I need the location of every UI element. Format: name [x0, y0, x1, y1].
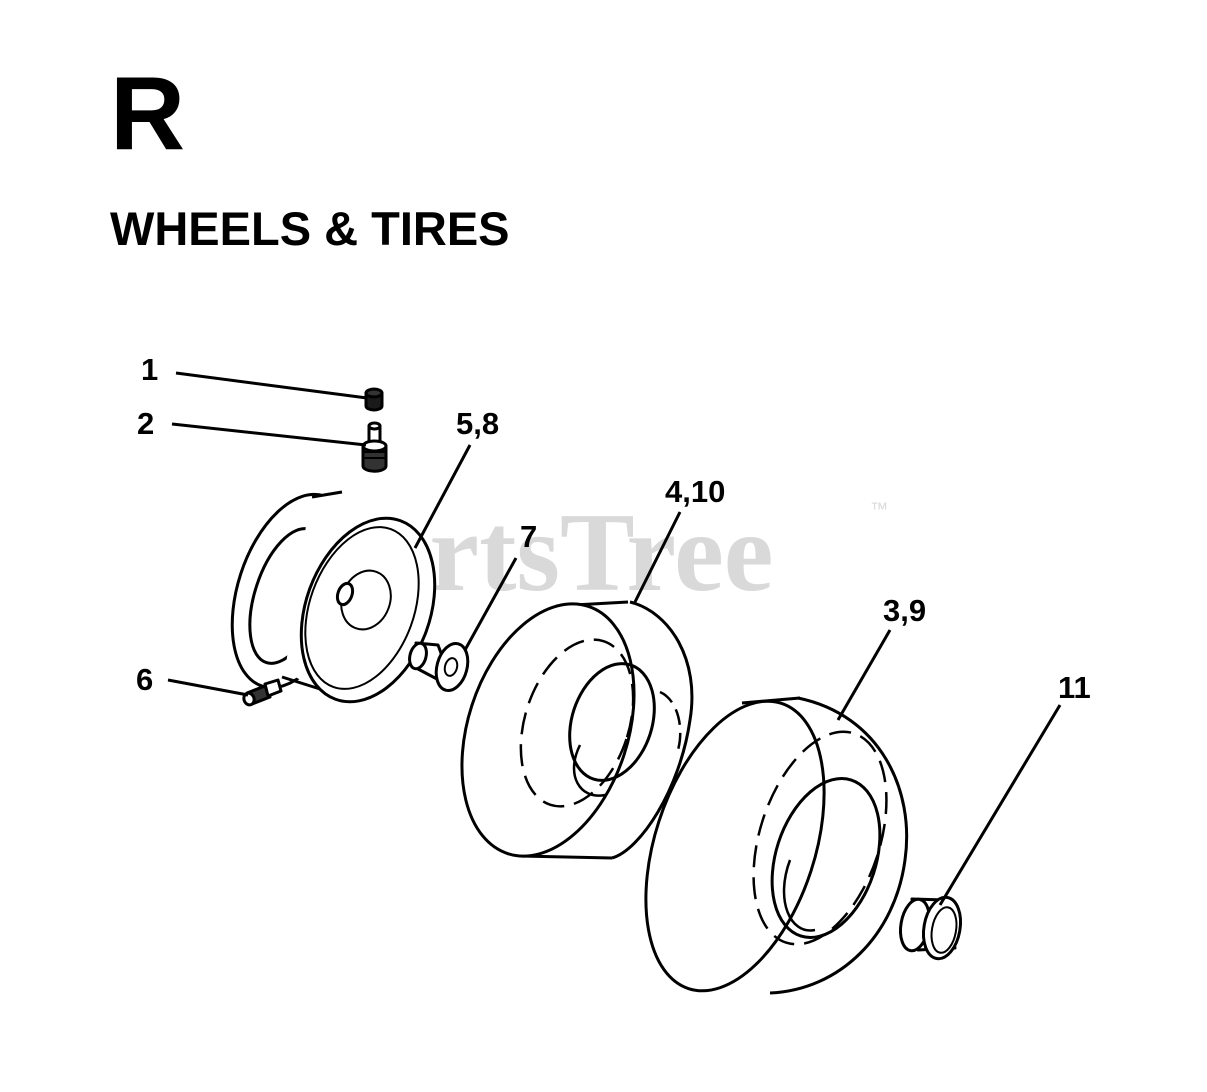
callout-6: 6 — [136, 662, 153, 697]
section-letter: R — [110, 56, 186, 172]
callout-4-10: 4,10 — [665, 474, 725, 509]
leader-1 — [175, 371, 368, 400]
leader-5-8 — [413, 444, 472, 549]
leader-3-9 — [836, 629, 892, 721]
leader-lines — [167, 371, 1062, 906]
watermark-trademark: ™ — [870, 499, 888, 519]
valve-stem-part — [361, 421, 388, 473]
rear-tire-part — [644, 696, 909, 995]
callout-labels: 1 2 5,8 7 4,10 3,9 6 11 — [136, 352, 1091, 705]
callout-1: 1 — [141, 352, 158, 387]
hub-cap-part — [898, 895, 963, 961]
callout-7: 7 — [520, 519, 537, 554]
wheel-rim-part — [230, 490, 437, 704]
bearing-part — [408, 641, 470, 693]
valve-cap-part — [364, 387, 384, 412]
leader-2 — [171, 422, 367, 447]
leader-11 — [938, 704, 1062, 906]
leader-7 — [463, 557, 518, 651]
callout-3-9: 3,9 — [883, 593, 926, 628]
leader-4-10 — [633, 511, 682, 603]
callout-5-8: 5,8 — [456, 406, 499, 441]
front-tire-part — [460, 600, 694, 860]
leader-6 — [167, 678, 249, 697]
callout-11: 11 — [1058, 670, 1091, 705]
section-title: WHEELS & TIRES — [110, 202, 510, 255]
callout-2: 2 — [137, 406, 154, 441]
